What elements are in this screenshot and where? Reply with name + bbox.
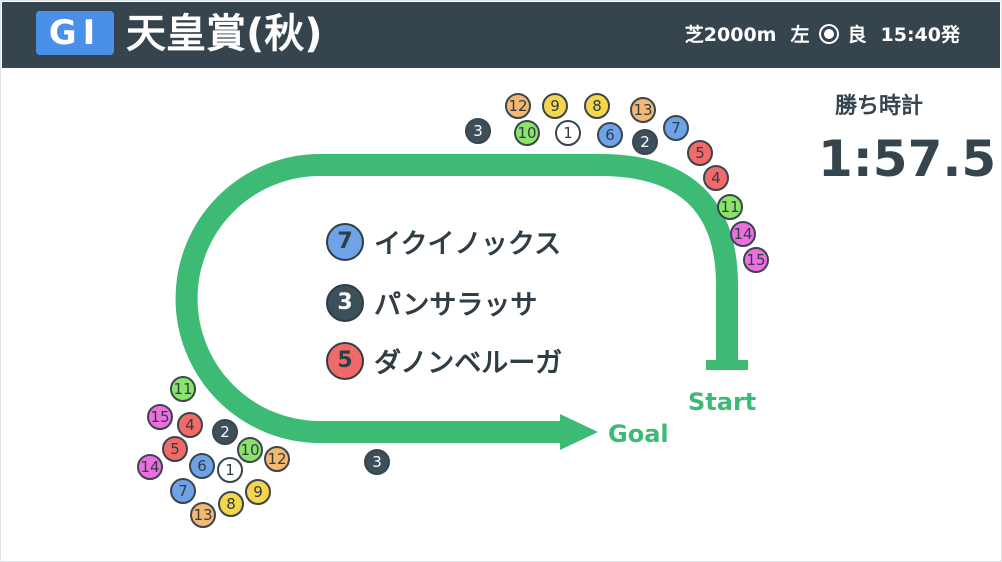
track-condition: 良 xyxy=(847,24,867,46)
race-info: 芝2000m 左 良 15:40発 xyxy=(685,20,960,47)
horse-marker-first-turn: 8 xyxy=(584,93,610,119)
horse-number-badge: 3 xyxy=(326,283,364,322)
horse-marker-final-turn: 14 xyxy=(137,454,163,480)
direction: 左 xyxy=(790,24,810,46)
sun-icon xyxy=(823,28,834,39)
result-2nd: 3 パンサラッサ xyxy=(326,283,537,322)
horse-marker-final-turn: 5 xyxy=(162,436,188,462)
horse-name: イクイノックス xyxy=(374,229,562,260)
horse-marker-final-turn: 6 xyxy=(189,453,215,479)
horse-number-badge: 7 xyxy=(326,222,364,261)
horse-marker-final-turn: 12 xyxy=(264,446,290,472)
start-marker xyxy=(706,360,748,370)
horse-marker-first-turn: 7 xyxy=(663,115,689,141)
horse-marker-first-turn: 11 xyxy=(717,194,743,220)
horse-name: ダノンベルーガ xyxy=(374,348,563,379)
horse-marker-first-turn: 4 xyxy=(703,165,729,191)
horse-name: パンサラッサ xyxy=(374,290,538,321)
horse-marker-first-turn: 2 xyxy=(632,129,658,155)
post-time: 15:40発 xyxy=(880,24,960,46)
grade-badge: GI xyxy=(36,11,114,55)
goal-label: Goal xyxy=(608,420,669,448)
track-course xyxy=(175,154,738,443)
horse-marker-first-turn: 1 xyxy=(555,120,581,146)
horse-marker-first-turn: 12 xyxy=(505,93,531,119)
horse-marker-first-turn: 13 xyxy=(630,97,656,123)
surface-distance: 芝2000m xyxy=(684,24,777,46)
horse-marker-first-turn: 9 xyxy=(542,93,568,119)
horse-marker-final-turn: 7 xyxy=(170,478,196,504)
horse-marker-final-turn: 11 xyxy=(170,376,196,402)
goal-arrow xyxy=(560,414,598,450)
horse-marker-first-turn: 14 xyxy=(730,221,756,247)
horse-marker-final-turn: 13 xyxy=(190,502,216,528)
horse-marker-final-turn: 15 xyxy=(147,404,173,430)
horse-marker-leader: 3 xyxy=(364,449,390,475)
horse-marker-first-turn: 3 xyxy=(465,118,491,144)
horse-marker-final-turn: 2 xyxy=(212,419,238,445)
horse-marker-final-turn: 9 xyxy=(245,479,271,505)
horse-marker-final-turn: 4 xyxy=(177,412,203,438)
horse-marker-final-turn: 1 xyxy=(217,457,243,483)
horse-marker-first-turn: 6 xyxy=(597,122,623,148)
win-time-label: 勝ち時計 xyxy=(835,94,924,119)
race-title: 天皇賞(秋) xyxy=(126,11,323,57)
result-3rd: 5 ダノンベルーガ xyxy=(326,341,562,380)
horse-marker-first-turn: 10 xyxy=(514,120,540,146)
horse-marker-first-turn: 15 xyxy=(743,247,769,273)
horse-marker-first-turn: 5 xyxy=(687,140,713,166)
result-1st: 7 イクイノックス xyxy=(326,222,561,261)
win-time: 1:57.5 xyxy=(818,130,997,188)
horse-marker-final-turn: 10 xyxy=(237,437,263,463)
horse-marker-final-turn: 8 xyxy=(218,491,244,517)
start-label: Start xyxy=(688,388,757,416)
horse-number-badge: 5 xyxy=(326,341,364,380)
race-header: GI 天皇賞(秋) 芝2000m 左 良 15:40発 xyxy=(2,2,1000,68)
